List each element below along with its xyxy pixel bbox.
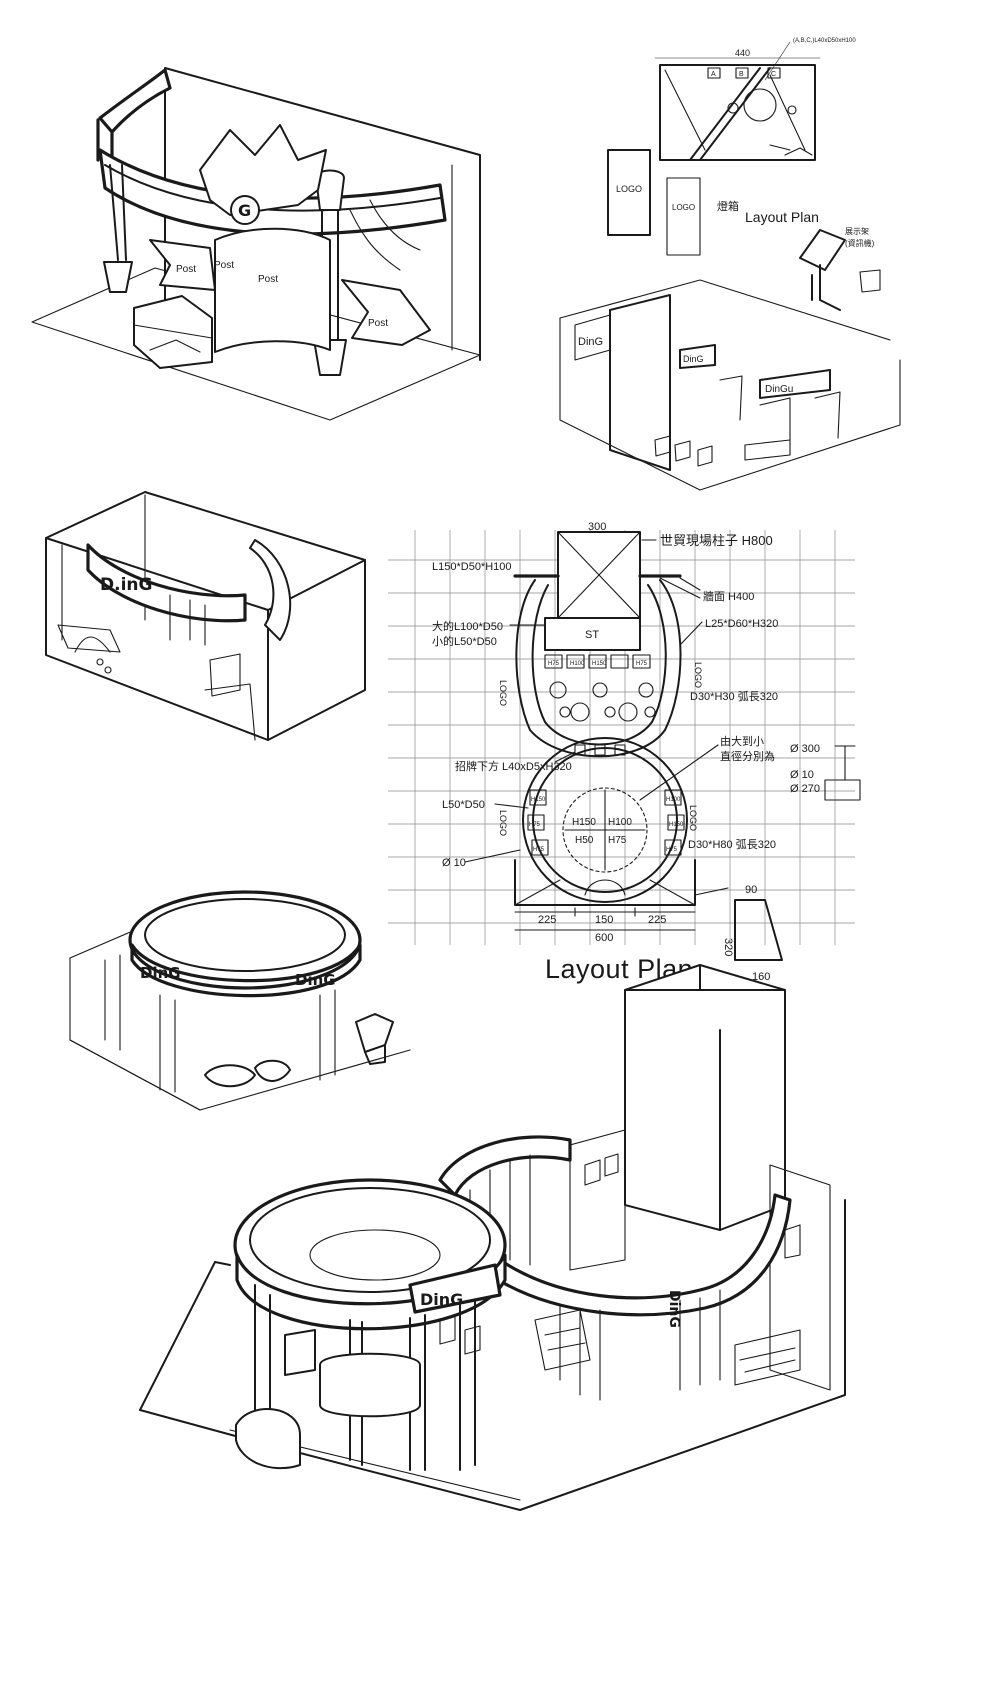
inner-h150: H150 [572,817,596,828]
layout-plan-title-small: Layout Plan [745,209,819,225]
radius-note-1: 由大到小 [720,734,764,748]
size-note-big: 大的L100*D50 [432,619,503,633]
h-tag-top-2: H100 [570,661,585,667]
small-plan-dim-top: 440 [735,48,750,58]
poster-4: Post [368,318,388,329]
dim-225-left: 225 [538,914,556,926]
wall-label: 牆面 H400 [703,589,754,603]
arch-label-upper: D30*H30 弧長320 [690,689,778,703]
plan-annotation-1: (A,B,C,)L40xD50xH100 [793,38,856,44]
logo-label-3: LOGO [498,810,508,836]
column-width: 300 [588,521,606,533]
h-tag-top-3: H150 [592,661,607,667]
tag-c: C [771,71,776,78]
diam-10: Ø 10 [790,769,814,781]
booth-sketch-tower: DinG DinG DinGu [559,279,901,491]
ring-sign-left: DinG [140,964,181,982]
booth-sketch-large: DinG DinG [139,964,846,1511]
h-tag-side-1: H150 [531,797,546,803]
booth-sketch-star: G Post Post Post Post [31,67,481,421]
small-layout-plan: 440 A B C (A,B,C,)L40xD50xH100 LOGO LOGO… [607,38,881,311]
inner-h100: H100 [608,817,632,828]
poster-1: Post [176,264,196,275]
h-tag-side-5: H150 [669,822,684,828]
tag-b: B [739,71,744,78]
inner-h50: H50 [575,835,594,846]
banner-label: DinGu [765,384,793,395]
top-left-label: L150*D50*H100 [432,561,512,573]
l50-label: L50*D50 [442,799,485,811]
column-label: 世貿現場柱子 H800 [660,533,773,548]
large-layout-plan: 300 世貿現場柱子 H800 ST 牆面 H400 L150*D50*H100… [388,521,861,984]
dim-225-right: 225 [648,914,666,926]
tower-sign: DinG [578,336,603,348]
inner-h75: H75 [608,835,627,846]
small-logo-1: LOGO [616,184,642,194]
detail-top: 90 [745,884,757,896]
box-sign: D.inG [100,575,152,595]
dim-total: 600 [595,932,613,944]
large-vertical-sign: DinG [666,1290,682,1328]
logo-label-1: LOGO [498,680,508,706]
logo-label-2: LOGO [693,662,703,688]
diam-270: Ø 270 [790,783,820,795]
h-tag-side-2: H75 [529,822,541,828]
poster-2: Post [214,260,234,271]
h-tag-side-6: H75 [666,847,678,853]
h-tag-side-4: H100 [666,797,681,803]
size-note-small: 小的L50*D50 [432,634,497,648]
h-tag-top-1: H75 [548,661,560,667]
h-tag-side-3: H75 [533,847,545,853]
phi10-label: Ø 10 [442,857,466,869]
dim-150: 150 [595,914,613,926]
radius-note-2: 直徑分別為 [720,749,775,763]
large-ring-sign: DinG [420,1290,463,1309]
diam-300: Ø 300 [790,743,820,755]
booth-sketch-ring: DinG DinG [69,890,411,1111]
detail-bottom: 160 [752,971,770,983]
h-tag-top-4: H75 [636,661,648,667]
star-letter: G [238,201,251,220]
tag-a: A [711,71,716,78]
right-top-label: L25*D60*H320 [705,618,778,630]
detail-side: 320 [722,938,734,956]
plan-annotation-3: 展示架 [845,227,869,236]
arch-label-lower: D30*H80 弧長320 [688,837,776,851]
stage-label: ST [585,629,599,641]
plan-annotation-4: (資訊機) [845,238,875,248]
poster-3: Post [258,274,278,285]
ring-sign-right: DinG [295,971,336,989]
sign-label: 招牌下方 L40xD5xH320 [455,759,572,773]
logo-label-4: LOGO [688,805,698,831]
plan-annotation-2: 燈箱 [717,199,739,213]
tower-label: DinG [683,354,704,364]
small-logo-2: LOGO [672,203,695,212]
booth-sketch-box: D.inG [45,491,366,741]
